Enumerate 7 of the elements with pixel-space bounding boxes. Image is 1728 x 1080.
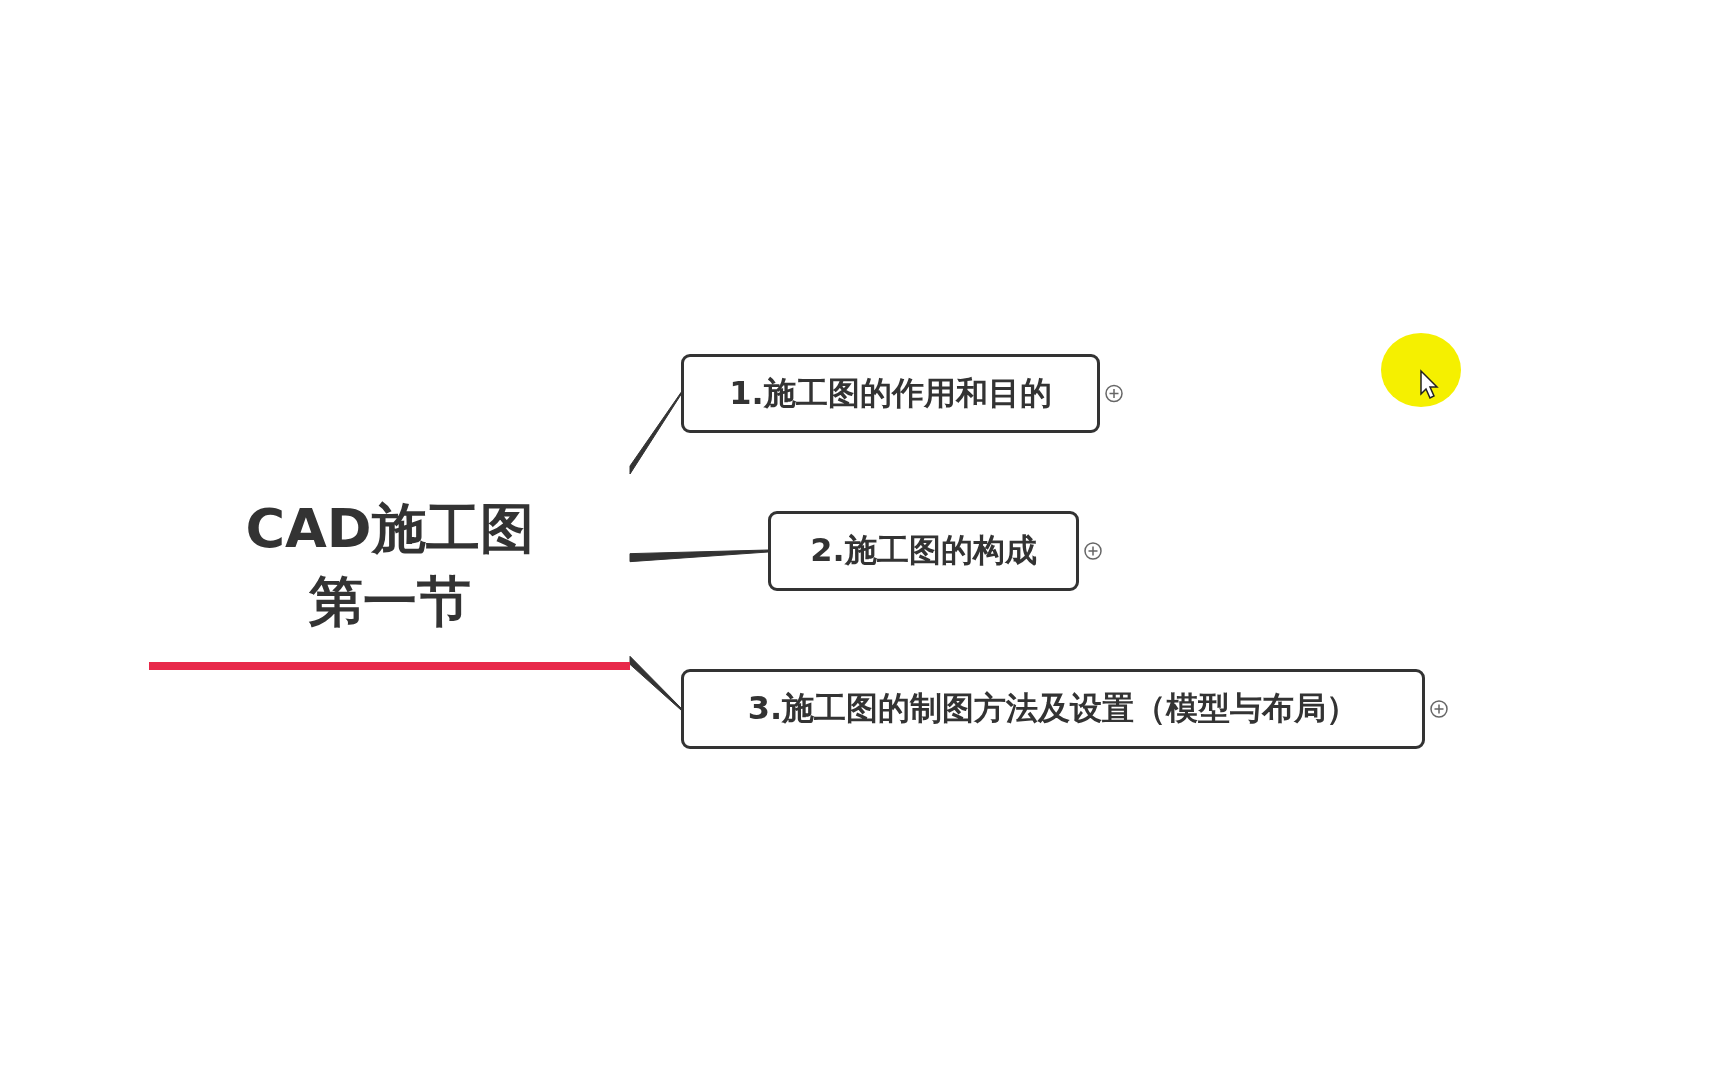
topic-box: 1.施工图的作用和目的 [681, 354, 1100, 433]
branch-line [629, 392, 682, 475]
topic-box: 3.施工图的制图方法及设置（模型与布局） [681, 669, 1425, 749]
central-topic-text: CAD施工图第一节 [244, 496, 535, 635]
branch-line [629, 549, 769, 563]
topic-box: 2.施工图的构成 [768, 511, 1079, 591]
branch-line [629, 655, 682, 711]
